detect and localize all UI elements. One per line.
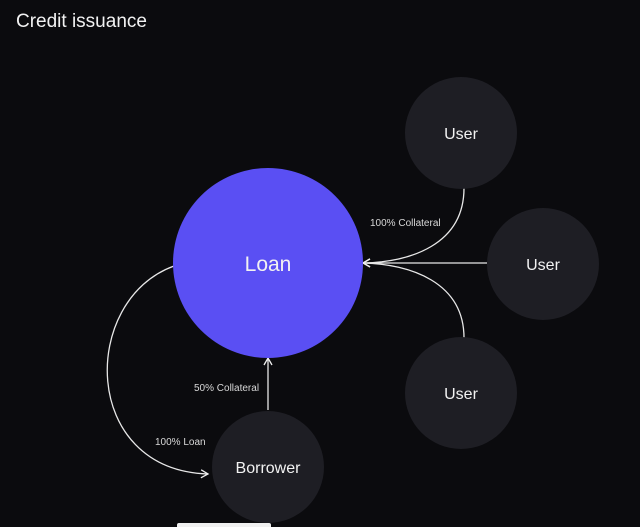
scroll-indicator	[177, 523, 271, 527]
node-user-bottom	[405, 337, 517, 449]
edge-label-borrower-collateral: 50% Collateral	[194, 383, 259, 394]
node-borrower-label: Borrower	[236, 460, 302, 477]
page-title: Credit issuance	[16, 11, 147, 32]
node-borrower	[212, 411, 324, 523]
node-user-top-label: User	[444, 126, 478, 143]
node-user-right	[487, 208, 599, 320]
node-loan	[173, 168, 363, 358]
edge-label-users-collateral: 100% Collateral	[370, 218, 441, 229]
node-loan-label: Loan	[245, 253, 292, 276]
node-user-top	[405, 77, 517, 189]
edge-user-top-to-loan	[361, 187, 465, 268]
edge-loan-to-borrower	[106, 265, 210, 479]
edge-label-loan: 100% Loan	[155, 437, 206, 448]
node-user-right-label: User	[526, 257, 560, 274]
node-user-bottom-label: User	[444, 386, 478, 403]
edge-user-bottom-to-loan	[362, 262, 465, 339]
